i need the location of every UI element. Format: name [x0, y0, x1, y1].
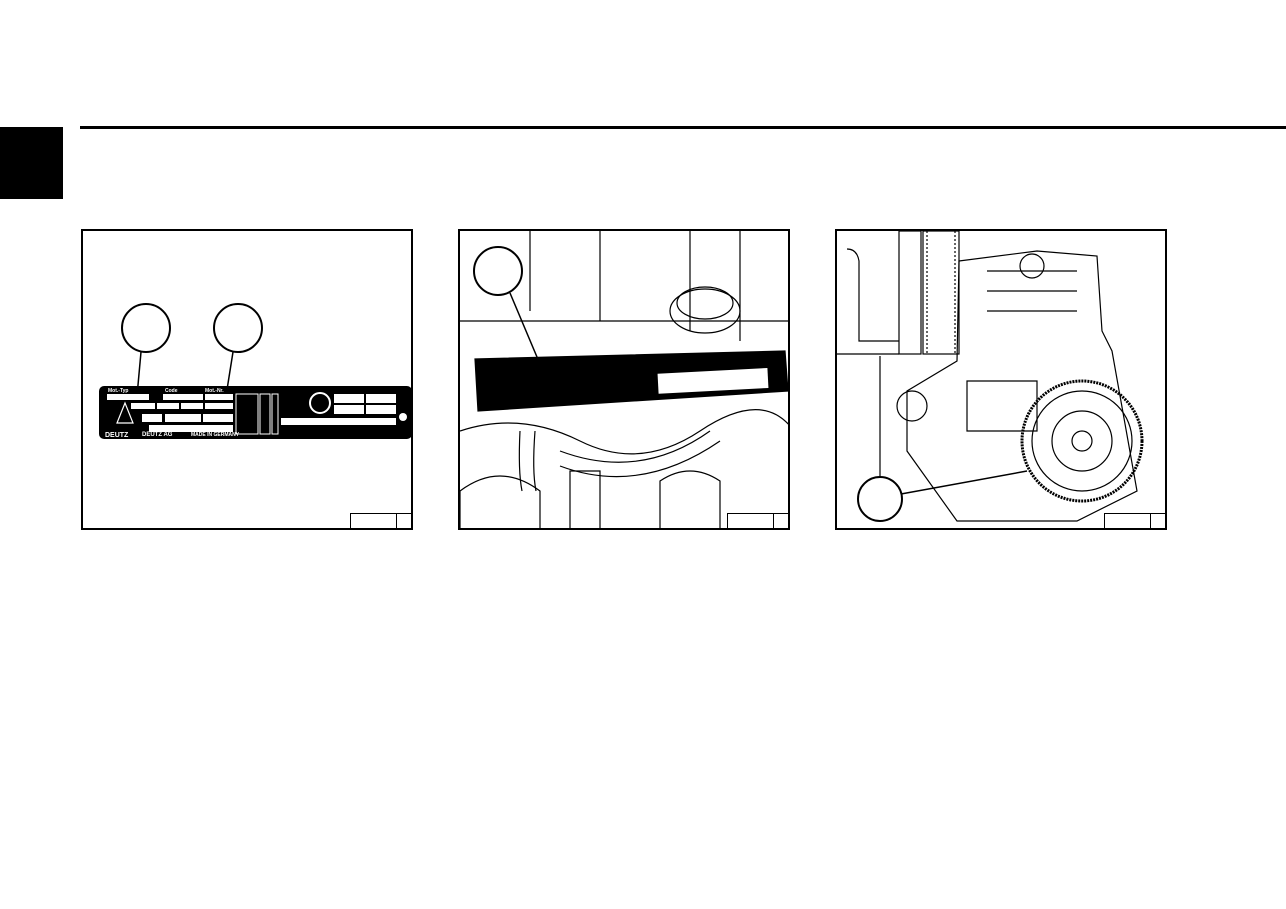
chapter-tab: [0, 127, 63, 199]
field-code: Code: [165, 388, 178, 394]
figure-number-box: [350, 513, 411, 528]
nameplate-origin: MADE IN GERMANY: [191, 432, 240, 438]
field-motor-number: Mot.-Nr.: [205, 388, 224, 394]
figure-nameplate: Mot.-Typ Code Mot.-Nr. DEUTZ DEUTZ AG MA…: [81, 229, 413, 530]
nameplate-drawing: Mot.-Typ Code Mot.-Nr. DEUTZ DEUTZ AG MA…: [99, 303, 411, 439]
nameplate-brand: DEUTZ: [105, 432, 129, 439]
engine-top-drawing: [460, 231, 788, 528]
header-rule: [80, 126, 1286, 129]
figure-number-box: [727, 513, 788, 528]
figure-engine-top: [458, 229, 790, 530]
field-motor-type: Mot.-Typ: [108, 388, 128, 394]
figure-engine-side: [835, 229, 1167, 530]
figure-number-box: [1104, 513, 1165, 528]
engine-side-drawing: [837, 231, 1144, 522]
nameplate-company: DEUTZ AG: [142, 432, 173, 438]
